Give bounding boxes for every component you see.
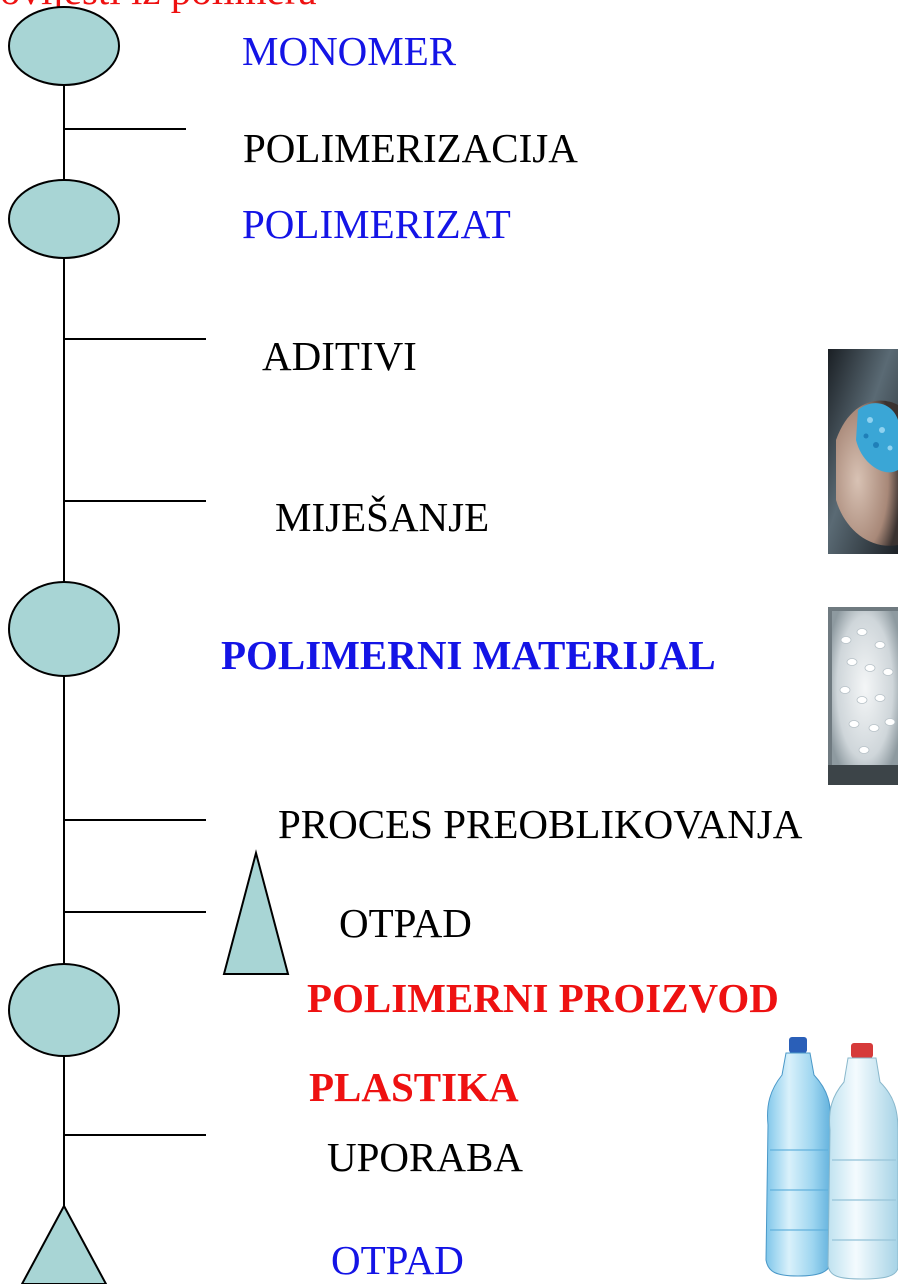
white-pellets-photo [828, 607, 898, 785]
label-uporaba: UPORABA [327, 1134, 523, 1180]
node-circle-polimerni-proizvod [8, 963, 120, 1057]
node-circle-polimerizat [8, 179, 120, 259]
label-otpad: OTPAD [339, 900, 472, 946]
label-otpad-final: OTPAD [331, 1237, 464, 1283]
cut-off-title: ovijesti iz polimera [0, 0, 317, 11]
label-plastika: PLASTIKA [309, 1064, 519, 1110]
triangle-otpad-final [20, 1203, 108, 1284]
label-monomer: MONOMER [242, 28, 457, 74]
label-aditivi: ADITIVI [262, 333, 417, 379]
label-polimerni-materijal: POLIMERNI MATERIJAL [221, 632, 716, 678]
label-polimerizacija: POLIMERIZACIJA [243, 125, 578, 171]
node-circle-polimerni-materijal [8, 581, 120, 677]
label-mijesanje: MIJEŠANJE [275, 494, 490, 540]
label-polimerizat: POLIMERIZAT [242, 201, 511, 247]
water-bottles-photo [765, 1037, 898, 1280]
node-circle-monomer [8, 6, 120, 86]
triangle-otpad [222, 849, 290, 975]
blue-granules-photo [828, 349, 898, 554]
label-proces-preoblikovanja: PROCES PREOBLIKOVANJA [278, 801, 803, 847]
label-polimerni-proizvod: POLIMERNI PROIZVOD [307, 975, 779, 1021]
